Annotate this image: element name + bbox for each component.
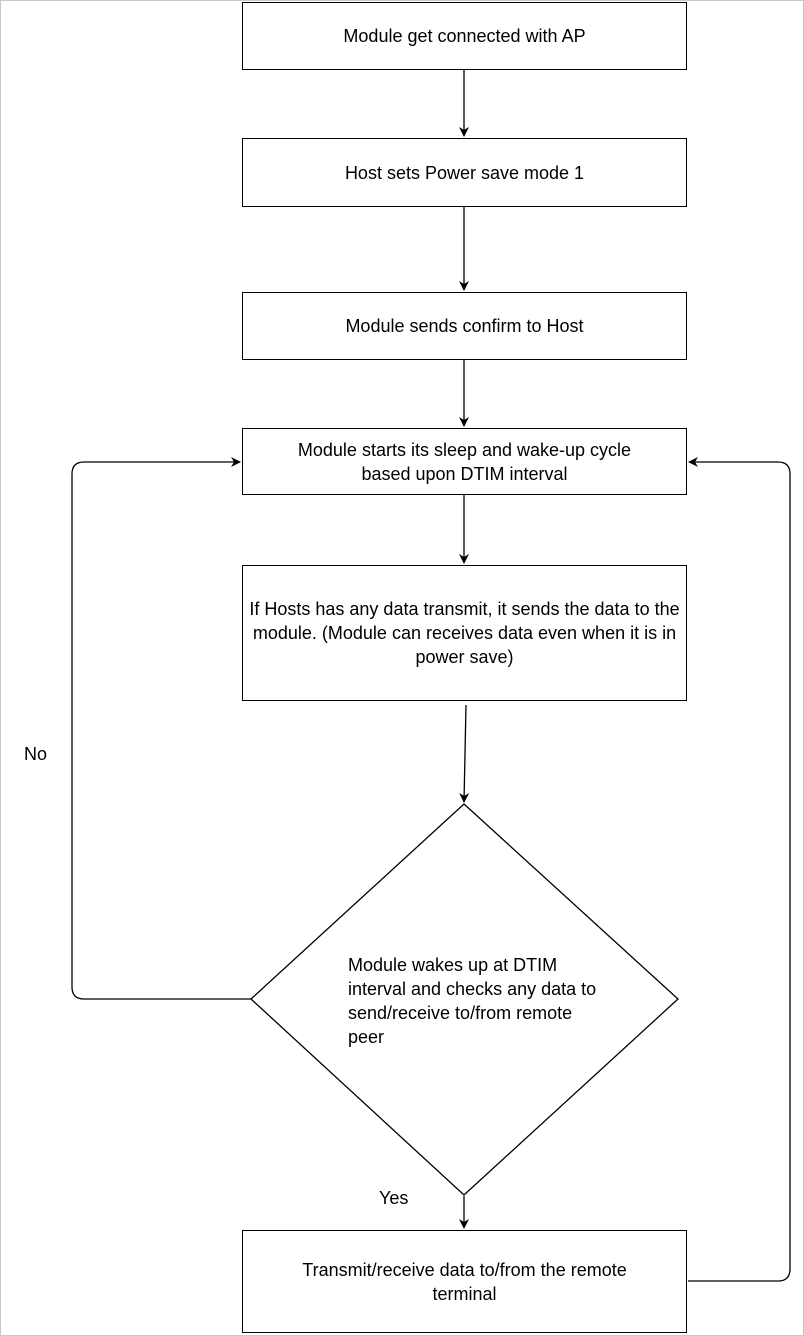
no-loop-connector (71, 457, 251, 1000)
return-loop-connector (688, 457, 791, 1282)
decision-diamond (250, 803, 679, 1196)
step-host-data-box: If Hosts has any data transmit, it sends… (242, 565, 687, 701)
step-transmit-box: Transmit/receive data to/from the remote… (242, 1230, 687, 1333)
step-confirm-box: Module sends confirm to Host (242, 292, 687, 360)
step-sleep-cycle-box: Module starts its sleep and wake-up cycl… (242, 428, 687, 495)
edge-label-no: No (24, 744, 48, 764)
step-connect-box: Module get connected with AP (242, 2, 687, 70)
edge-label-yes: Yes (379, 1188, 409, 1208)
step-power-save-box: Host sets Power save mode 1 (242, 138, 687, 207)
decision-label: Module wakes up at DTIM interval and che… (348, 955, 597, 1047)
arrow-host-data-to-decision (459, 704, 470, 803)
